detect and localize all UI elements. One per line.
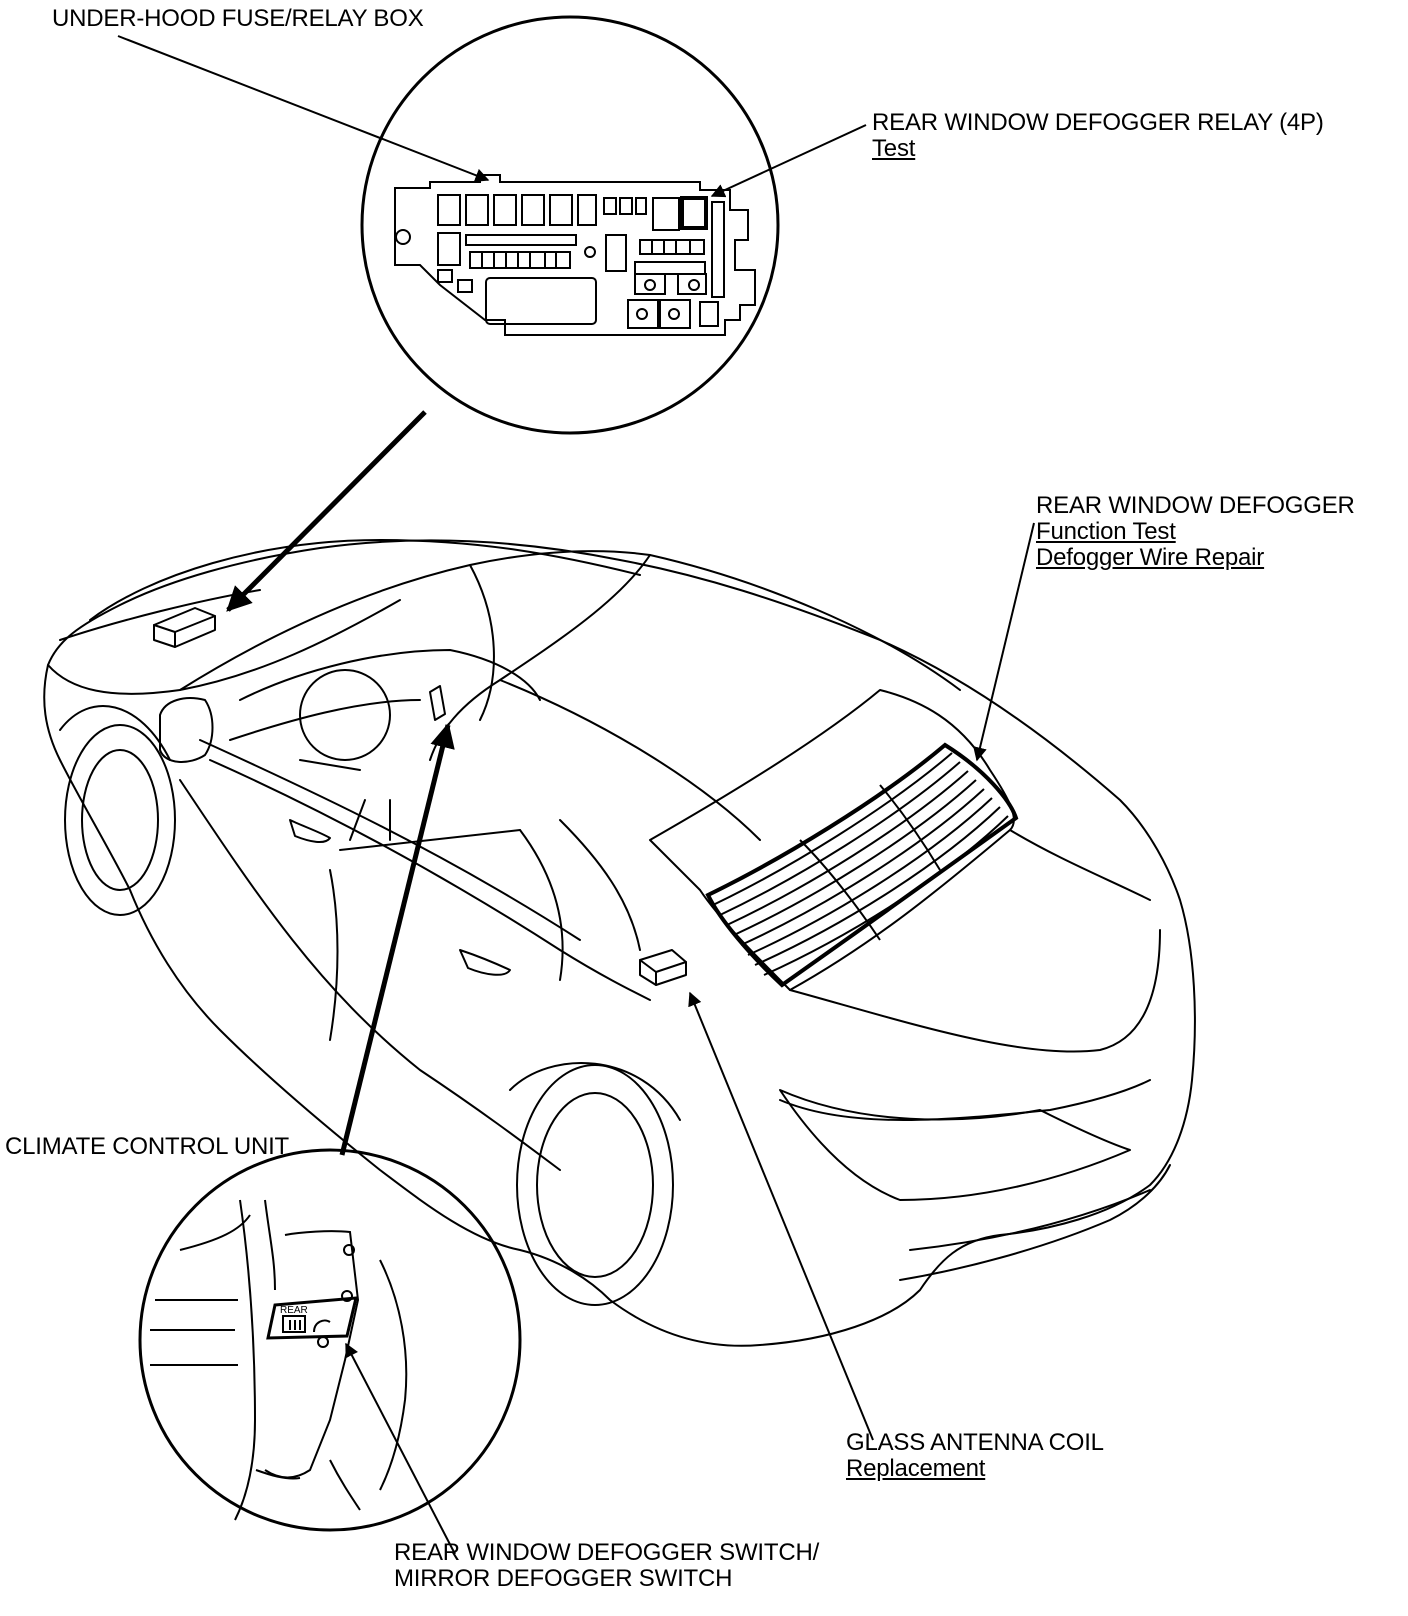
climate-callout: CLIMATE CONTROL UNIT — [5, 1134, 289, 1160]
car-illustration — [43, 539, 1196, 1347]
connector-arrows — [226, 410, 455, 1156]
side-mirror — [159, 697, 214, 763]
steering-wheel — [299, 669, 391, 761]
switch-label-line-2: MIRROR DEFOGGER SWITCH — [394, 1565, 733, 1592]
defogger-label: REAR WINDOW DEFOGGER — [1036, 492, 1355, 519]
leader-lines — [117, 35, 1035, 1555]
fuse-box-label: UNDER-HOOD FUSE/RELAY BOX — [52, 5, 424, 32]
relay-test-link[interactable]: Test — [872, 135, 916, 162]
fuse-box-callout: UNDER-HOOD FUSE/RELAY BOX — [52, 6, 424, 32]
fuse-box-on-car — [153, 607, 216, 648]
antenna-coil-on-car — [639, 949, 687, 986]
defogger-function-test-link[interactable]: Function Test — [1036, 518, 1176, 545]
relay-label: REAR WINDOW DEFOGGER RELAY (4P) — [872, 109, 1324, 136]
defogger-relay-highlight — [680, 196, 708, 230]
front-wheel — [59, 705, 176, 916]
antenna-replacement-link[interactable]: Replacement — [846, 1455, 986, 1482]
relay-callout: REAR WINDOW DEFOGGER RELAY (4P) Test — [872, 110, 1324, 162]
rear-wheel — [509, 1061, 681, 1306]
antenna-label: GLASS ANTENNA COIL — [846, 1429, 1104, 1456]
roof — [649, 554, 961, 691]
fuse-box-inset — [360, 15, 780, 435]
switch-panel-label: REAR — [280, 1305, 308, 1316]
defogger-grid — [705, 742, 1019, 988]
climate-unit-on-car — [429, 685, 446, 721]
switch-callout: REAR WINDOW DEFOGGER SWITCH/ MIRROR DEFO… — [394, 1540, 819, 1592]
antenna-callout: GLASS ANTENNA COIL Replacement — [846, 1430, 1104, 1482]
tail-light — [779, 1089, 1131, 1201]
defogger-callout: REAR WINDOW DEFOGGER Function Test Defog… — [1036, 493, 1355, 571]
defogger-wire-repair-link[interactable]: Defogger Wire Repair — [1036, 544, 1265, 571]
windshield — [179, 550, 651, 761]
climate-control-inset — [138, 1148, 522, 1532]
car-body-outline — [43, 539, 1196, 1347]
climate-label: CLIMATE CONTROL UNIT — [5, 1133, 290, 1160]
switch-label-line-1: REAR WINDOW DEFOGGER SWITCH/ — [394, 1539, 820, 1566]
